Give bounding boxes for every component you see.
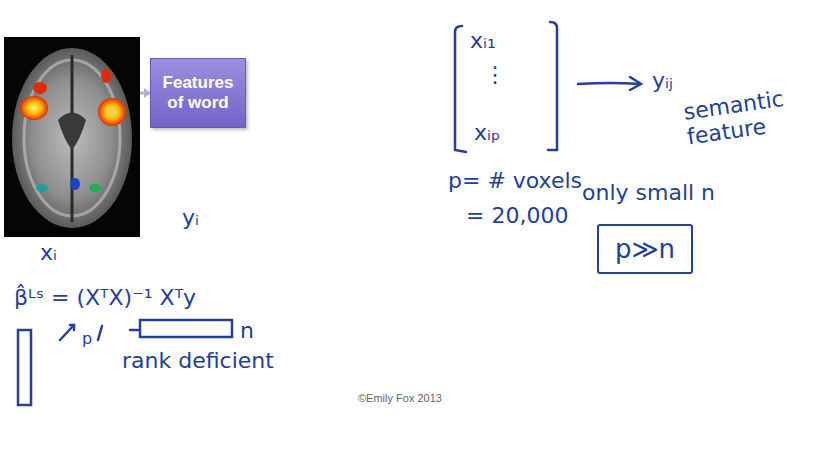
annotation: p= # voxels <box>448 168 582 193</box>
annotation: only small n <box>582 180 715 205</box>
brain-scan <box>4 37 140 237</box>
vector-bracket <box>455 22 557 152</box>
formula: β̂ᴸˢ = (XᵀX)⁻¹ Xᵀy <box>14 285 196 310</box>
copyright: ©Emily Fox 2013 <box>358 392 442 405</box>
box-text: Features of word <box>157 73 239 114</box>
dimension-label: p <box>82 330 92 348</box>
box-text: p≫n <box>615 234 675 264</box>
map-arrow <box>578 77 641 90</box>
boxed-note: p≫n <box>597 224 693 274</box>
vector-dots: ⋮ <box>484 62 506 87</box>
process-box: Features of word <box>150 58 246 128</box>
annotation: semantic feature <box>682 85 798 150</box>
vector-entry: xᵢₚ <box>474 120 500 145</box>
dimension-label: n <box>240 318 254 343</box>
annotation: = 20,000 <box>466 203 568 228</box>
output-label: yᵢⱼ <box>652 68 673 93</box>
variable-label: xᵢ <box>40 240 57 265</box>
variable-label: yᵢ <box>182 205 199 230</box>
annotation: rank deficient <box>122 348 274 373</box>
vector-entry: xᵢ₁ <box>470 28 496 53</box>
